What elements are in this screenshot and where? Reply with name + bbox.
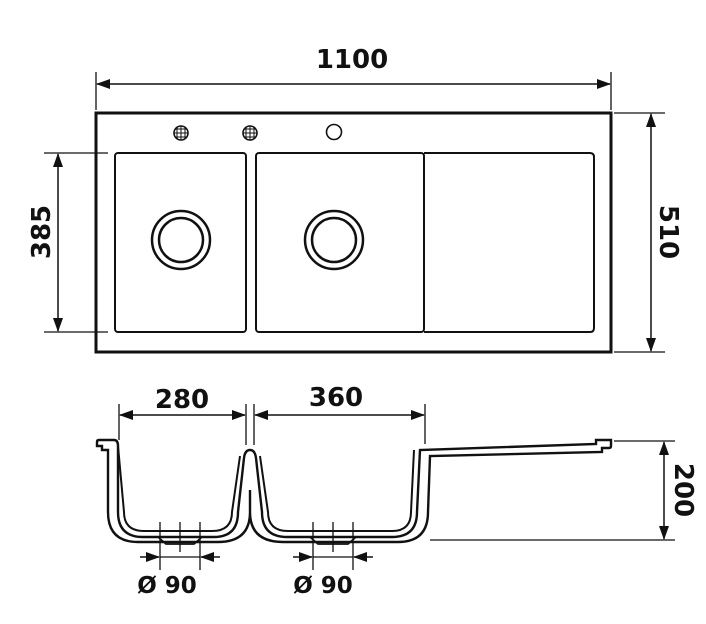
bowl-left-outline <box>114 152 247 333</box>
dimension-bowl1-width: 280 <box>118 385 247 445</box>
dimension-overall-width: 1100 <box>95 45 612 110</box>
bowl-right-outline <box>255 152 425 333</box>
dimension-bowl2-width: 360 <box>253 383 426 445</box>
label-bowl1-width: 280 <box>155 385 209 415</box>
dimension-overall-depth: 510 <box>614 112 683 353</box>
tap-hole-grid-left <box>173 125 189 141</box>
sink-outline <box>94 111 613 354</box>
section-profile-outer <box>95 438 613 544</box>
dimension-bowl-length: 385 <box>27 152 108 333</box>
label-overall-width: 1100 <box>316 45 388 75</box>
dimension-waste2-diameter: Ø 90 <box>293 522 373 599</box>
label-bowl-length: 385 <box>27 205 57 259</box>
label-bowl2-width: 360 <box>309 383 363 413</box>
top-view: 1100 510 385 <box>27 45 683 354</box>
label-overall-depth: 510 <box>653 205 683 259</box>
tap-hole-open <box>325 123 343 141</box>
label-waste2-diameter: Ø 90 <box>293 573 353 599</box>
label-waste1-diameter: Ø 90 <box>137 573 197 599</box>
dimension-waste1-diameter: Ø 90 <box>137 522 220 599</box>
dimension-bowl-depth: 200 <box>430 440 698 541</box>
section-view: 280 360 200 Ø 90 <box>95 383 698 599</box>
waste-outlet-right <box>303 209 365 271</box>
waste-outlet-left <box>150 209 212 271</box>
section-profile-inner <box>107 445 415 532</box>
drainer-outline <box>424 152 595 333</box>
tap-hole-grid-middle <box>242 125 258 141</box>
label-bowl-depth: 200 <box>668 463 698 517</box>
